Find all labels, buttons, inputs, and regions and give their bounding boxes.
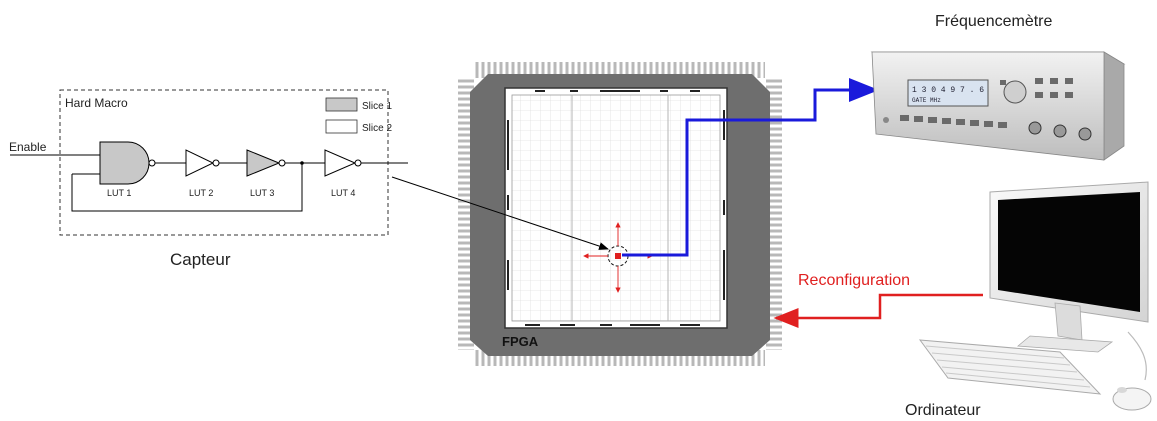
legend-swatch-slice1 <box>325 97 358 112</box>
reconfiguration-link <box>773 293 983 328</box>
lut4-inverter <box>324 149 357 177</box>
monitor-screen <box>998 192 1140 312</box>
placement-arrow <box>391 176 609 250</box>
counter-buttons <box>900 78 1073 128</box>
mouse <box>1112 387 1152 411</box>
lut2-label: LUT 2 <box>189 188 213 198</box>
lut4-label: LUT 4 <box>331 188 355 198</box>
lut2-bubble <box>212 159 220 167</box>
counter-label: Fréquencemètre <box>935 13 1052 30</box>
enable-input-label: Enable <box>9 140 47 154</box>
monitor-base <box>1016 335 1114 353</box>
fpga-chip: FPGA <box>458 62 782 366</box>
lut4-bubble <box>354 159 362 167</box>
lut3-label: LUT 3 <box>250 188 274 198</box>
hard-macro-title: Hard Macro <box>65 96 128 110</box>
feedback-loop-wire <box>71 163 303 212</box>
fpga-routing-grid <box>511 94 721 322</box>
lut1-nand-gate <box>99 141 150 185</box>
fpga-io-marks <box>507 90 725 326</box>
sensor-location-marker <box>615 253 621 259</box>
signal-link-to-counter <box>622 78 879 257</box>
counter-side-face <box>1103 51 1125 161</box>
counter-bnc-connectors <box>1028 121 1092 141</box>
sensor-caption: Capteur <box>170 250 231 269</box>
lut3-inverter <box>246 149 281 177</box>
fpga-label: FPGA <box>502 334 539 349</box>
legend-swatch-slice2 <box>325 119 358 134</box>
monitor-stand <box>1054 302 1083 341</box>
reconfiguration-label: Reconfiguration <box>798 272 910 289</box>
frequency-counter: Fréquencemètre 1 3 0 4 9 7 . 6 GATE MHz <box>870 13 1126 161</box>
lut1-label: LUT 1 <box>107 188 131 198</box>
counter-display-reading: 1 3 0 4 9 7 . 6 <box>912 86 984 95</box>
mouse-cable <box>1127 331 1147 381</box>
lut3-bubble <box>278 159 286 167</box>
computer: Ordinateur <box>905 181 1152 419</box>
legend-label-slice1: Slice 1 <box>362 101 392 112</box>
computer-label: Ordinateur <box>905 402 981 419</box>
keyboard-keys <box>925 345 1091 388</box>
hard-macro-block: Hard Macro Slice 1 Slice 2 Enable LUT 1 … <box>9 89 408 269</box>
mouse-button <box>1117 387 1127 393</box>
junction-dot <box>300 161 304 165</box>
lut2-inverter <box>185 149 215 177</box>
keyboard <box>918 339 1102 395</box>
counter-knob <box>1003 80 1027 104</box>
counter-display-status: GATE MHz <box>912 97 941 104</box>
counter-display <box>907 79 989 107</box>
counter-power-switch <box>883 117 889 123</box>
legend-label-slice2: Slice 2 <box>362 123 392 134</box>
lut1-bubble <box>148 159 156 167</box>
